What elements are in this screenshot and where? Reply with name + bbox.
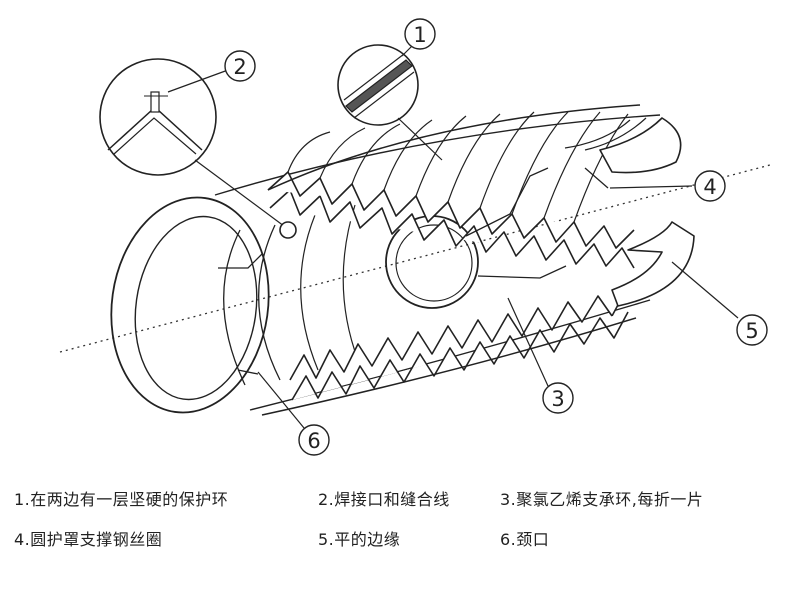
- front-end-ring-inner: [134, 215, 258, 401]
- legend-item-4: 4.圆护罩支撑钢丝圈: [14, 530, 163, 549]
- top-right-flap-rings: [564, 117, 647, 151]
- legend-item-1: 1.在两边有一层坚硬的保护环: [14, 490, 229, 509]
- top-fold-row: [267, 104, 641, 269]
- top-right-flap: [599, 117, 682, 174]
- callout-6-label: 6: [307, 429, 320, 453]
- bottom-fold-front-edge: [261, 317, 637, 416]
- front-end-inner-arc-1: [223, 229, 246, 386]
- callout-5: 5: [736, 314, 768, 346]
- weld-seam-upper: [465, 167, 549, 237]
- callout-1-label: 1: [413, 23, 426, 47]
- legend-item-6: 6.颈口: [500, 530, 550, 549]
- callout-4-label: 4: [703, 175, 716, 199]
- cylinder-outline-top: [214, 114, 661, 196]
- leader-6: [257, 371, 305, 429]
- front-end-inner-arc-4: [342, 204, 359, 361]
- legend-item-3: 3.聚氯乙烯支承环,每折一片: [500, 490, 704, 509]
- leader-2: [167, 69, 229, 93]
- inner-support-ring-inner: [395, 224, 473, 302]
- support-wire-line: [584, 167, 609, 189]
- callout-1: 1: [404, 18, 436, 50]
- legend-item-2: 2.焊接口和缝合线: [318, 490, 450, 509]
- callout-6: 6: [298, 424, 330, 456]
- leader-2-to-diagram: [194, 159, 293, 233]
- callout-3: 3: [542, 382, 574, 414]
- center-axis-line: [59, 164, 771, 353]
- leader-1-to-diagram: [397, 117, 443, 161]
- bellows-cover-diagram: 1 2 3 4 5 6: [59, 18, 771, 456]
- front-end-inner-arc-2: [258, 224, 281, 381]
- top-fold-back-edge: [267, 104, 641, 191]
- weld-point-marker: [279, 221, 297, 239]
- callout-2-label: 2: [233, 55, 246, 79]
- front-end-ring: [110, 196, 270, 414]
- weld-seam-lower: [477, 265, 567, 279]
- inner-support-ring: [385, 215, 479, 309]
- bottom-fold-row: [261, 289, 637, 416]
- legend-item-5: 5.平的边缘: [318, 530, 401, 549]
- top-fold-rings: [287, 111, 629, 223]
- callout-5-label: 5: [745, 319, 758, 343]
- leader-5: [671, 261, 739, 319]
- detail-circle-protective-layer: [337, 44, 419, 126]
- detail-circle-weld: [99, 58, 217, 176]
- leader-4: [609, 185, 693, 189]
- neck-cutout: [218, 253, 263, 375]
- callout-2: 2: [224, 50, 256, 82]
- callout-3-label: 3: [551, 387, 564, 411]
- leader-3: [507, 297, 549, 387]
- flat-edge-flap: [611, 221, 695, 307]
- front-end-inner-arc-3: [300, 214, 319, 371]
- callout-4: 4: [694, 170, 726, 202]
